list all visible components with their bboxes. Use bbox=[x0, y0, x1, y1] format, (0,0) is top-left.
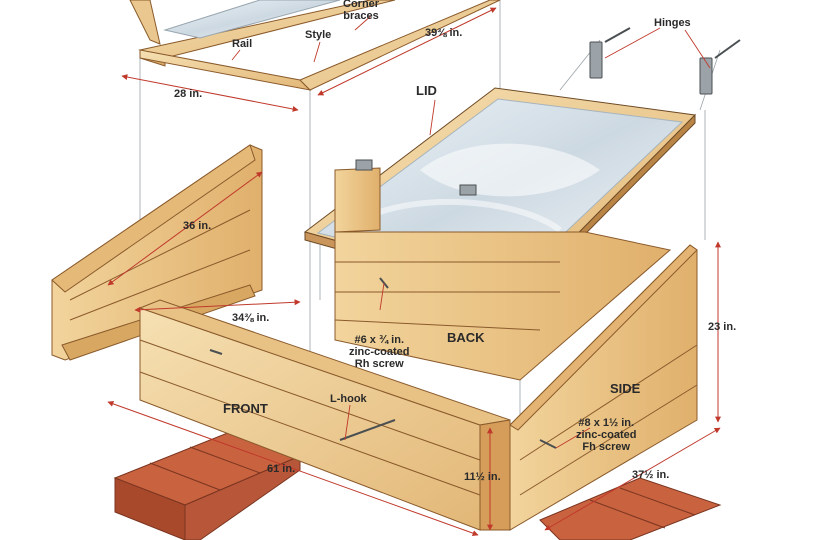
label-fh-screw: #8 x 1½ in. zinc-coated Fh screw bbox=[576, 417, 637, 453]
label-dim-34: 34⅜ in. bbox=[232, 312, 270, 324]
label-dim-37: 37½ in. bbox=[632, 469, 670, 481]
label-corner-braces: Corner braces bbox=[343, 0, 380, 22]
label-front: FRONT bbox=[223, 401, 268, 416]
label-hinges: Hinges bbox=[654, 17, 691, 29]
leader-lines bbox=[231, 14, 711, 449]
label-dim-23: 23 in. bbox=[708, 321, 737, 333]
label-dim-39: 39⅜ in. bbox=[425, 27, 463, 39]
label-l-hook: L-hook bbox=[330, 393, 367, 405]
label-dim-28: 28 in. bbox=[174, 88, 203, 100]
label-style: Style bbox=[305, 29, 332, 41]
hinges bbox=[355, 27, 741, 196]
label-lid: LID bbox=[416, 83, 437, 98]
dimension-lines bbox=[107, 7, 721, 536]
detached-lid-frame bbox=[129, 0, 501, 91]
label-rail: Rail bbox=[232, 38, 253, 50]
label-dim-61: 61 in. bbox=[267, 463, 296, 475]
label-dim-36: 36 in. bbox=[183, 220, 212, 232]
label-back: BACK bbox=[447, 330, 485, 345]
label-side: SIDE bbox=[610, 381, 641, 396]
back-panel bbox=[334, 167, 672, 381]
label-rh-screw: #6 x ¾ in. zinc-coated Rh screw bbox=[349, 334, 410, 370]
label-dim-11: 11½ in. bbox=[464, 471, 501, 483]
